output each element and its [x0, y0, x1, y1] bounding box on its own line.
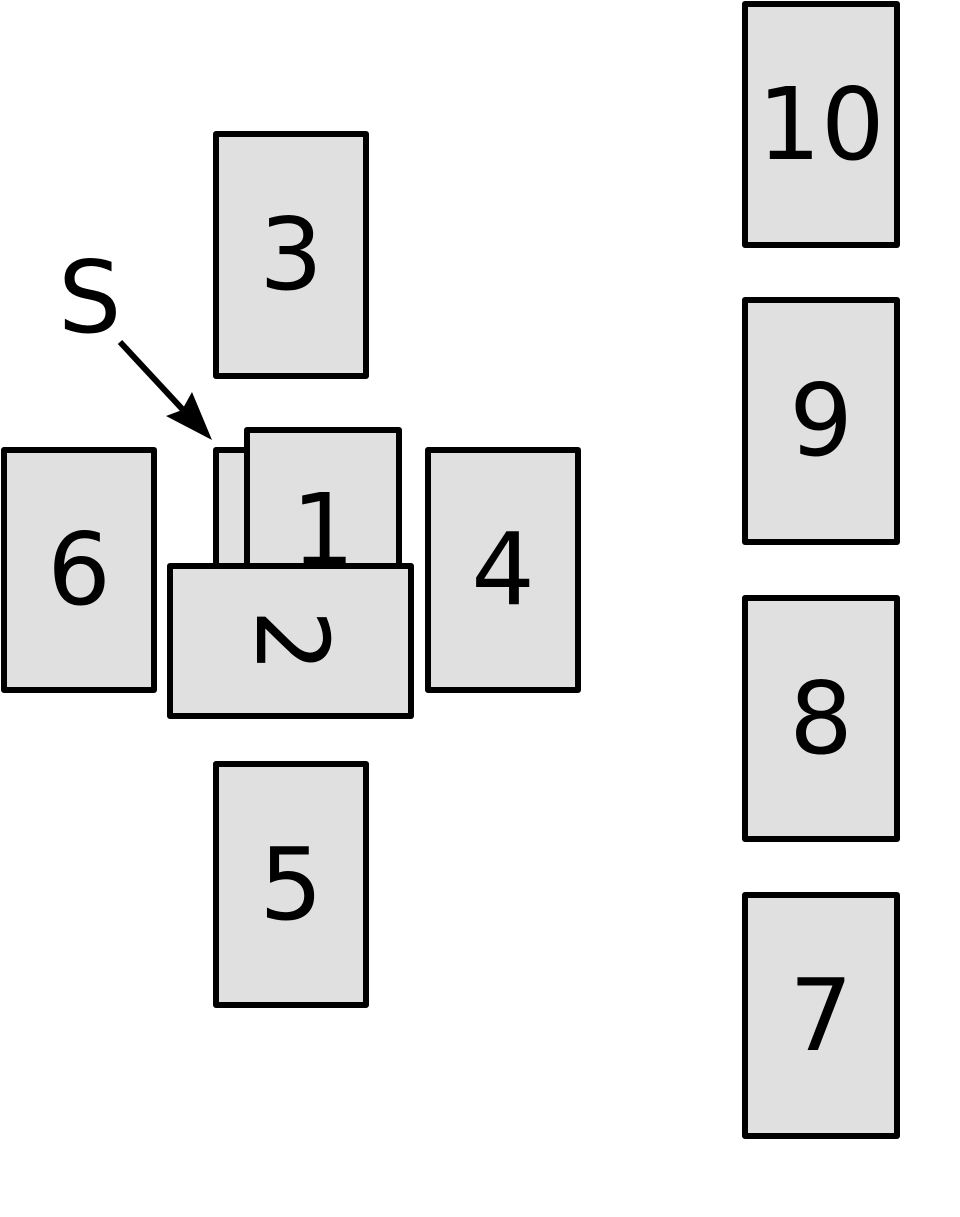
card-8: 8 — [742, 595, 900, 842]
card-8-label: 8 — [789, 659, 853, 777]
card-3: 3 — [213, 131, 369, 379]
card-9-label: 9 — [789, 362, 853, 479]
significator-label: S — [58, 239, 122, 356]
card-7: 7 — [742, 892, 900, 1139]
card-3-label: 3 — [259, 196, 323, 313]
card-10-label: 10 — [757, 65, 885, 183]
card-2: 2 — [167, 563, 414, 719]
card-4-label: 4 — [471, 511, 535, 628]
card-5: 5 — [213, 761, 369, 1008]
card-6-label: 6 — [47, 511, 111, 628]
card-10: 10 — [742, 1, 900, 248]
card-4: 4 — [425, 447, 581, 693]
card-9: 9 — [742, 297, 900, 545]
card-5-label: 5 — [259, 825, 323, 943]
arrow-head-icon — [166, 392, 212, 440]
card-6: 6 — [1, 447, 157, 693]
card-7-label: 7 — [789, 956, 853, 1074]
